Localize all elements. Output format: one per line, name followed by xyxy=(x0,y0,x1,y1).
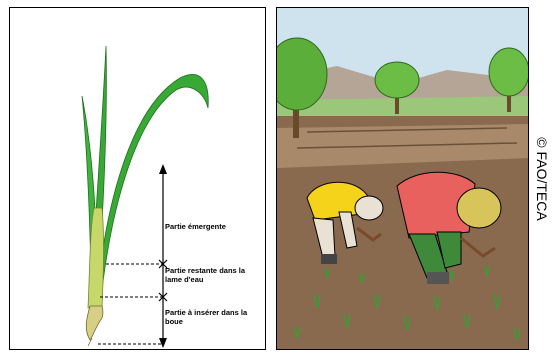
label-insert: Partie à insérer dans la boue xyxy=(165,309,255,326)
copyright-credit: © FAO/TECA xyxy=(530,8,554,350)
seedling-diagram-panel: Partie émergente Partie restante dans la… xyxy=(9,7,266,350)
label-remaining: Partie restante dans la lame d'eau xyxy=(165,267,255,284)
seedling-roots xyxy=(86,306,103,340)
label-emergent: Partie émergente xyxy=(165,223,255,232)
tree-right xyxy=(489,48,529,96)
transplanting-scene-panel xyxy=(276,7,529,350)
seedling-drawing xyxy=(10,8,267,351)
tree-middle xyxy=(375,62,419,98)
arrow-up-icon xyxy=(159,164,167,174)
transplanting-scene xyxy=(277,8,529,350)
credit-text: © FAO/TECA xyxy=(534,137,550,220)
arrow-down-icon xyxy=(159,338,167,348)
